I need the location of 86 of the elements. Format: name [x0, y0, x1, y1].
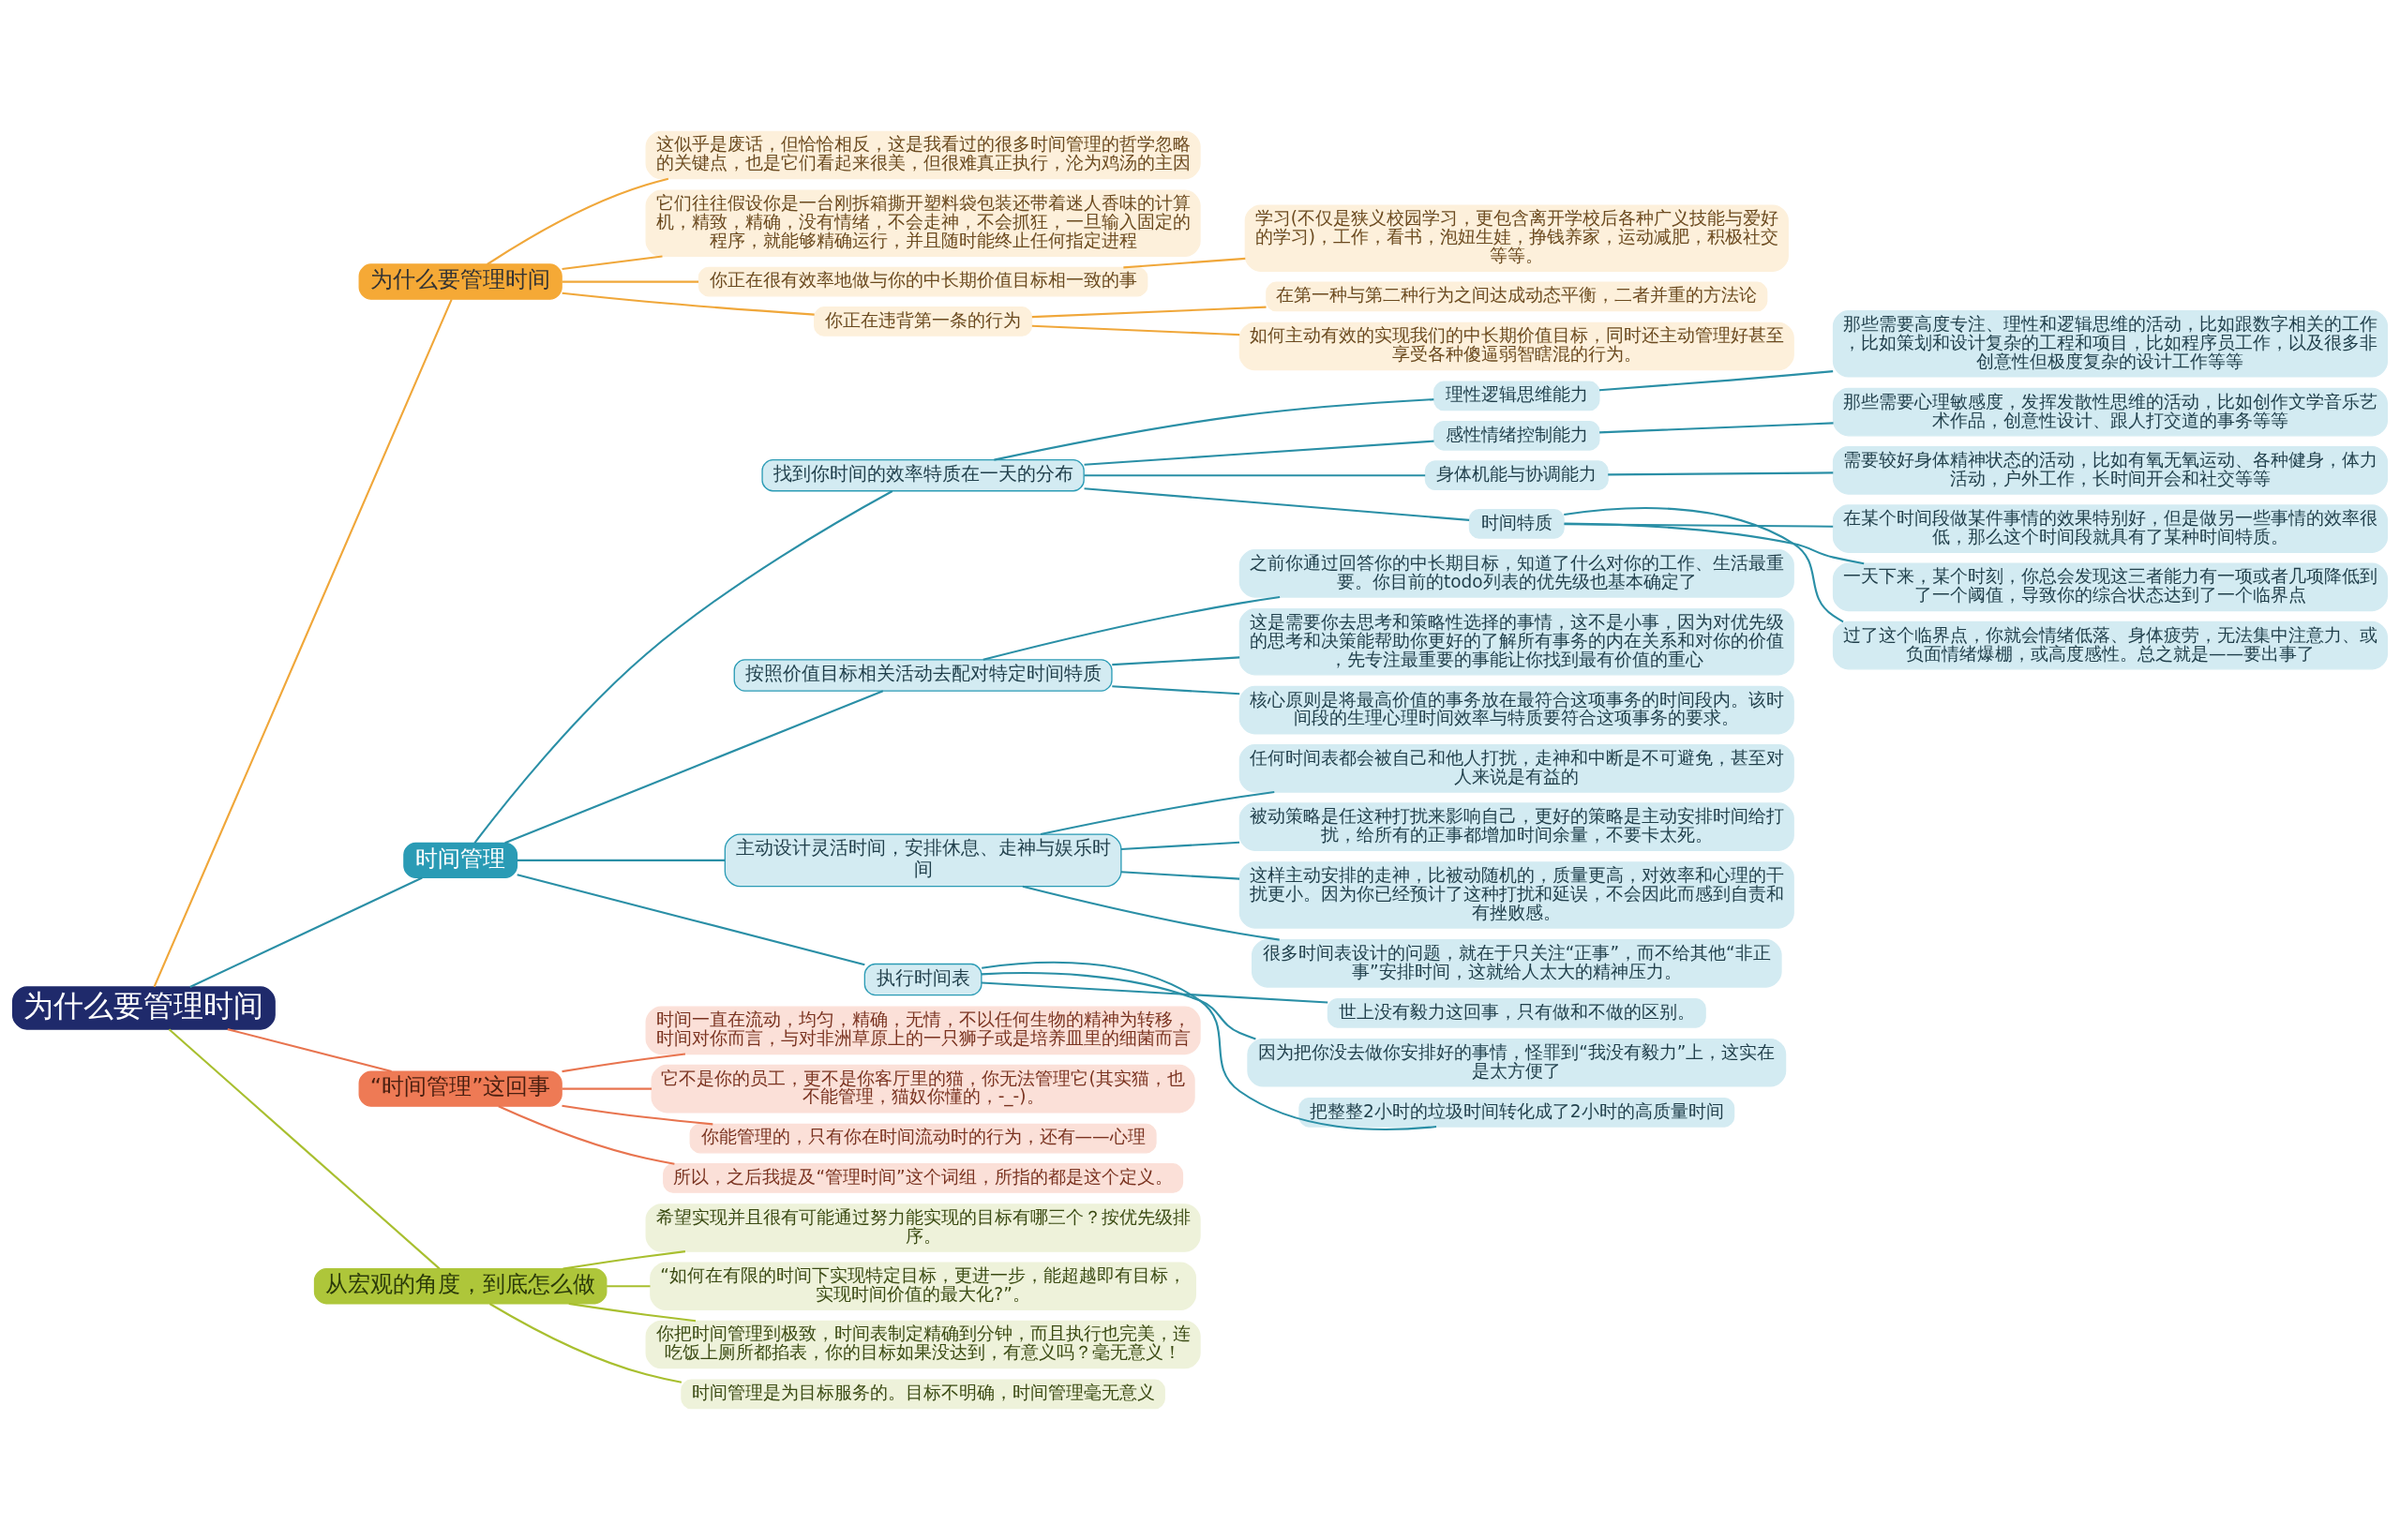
node-box: 很多时间表设计的问题，就在于只关注“正事”，而不给其他“非正事”安排时间，这就给人太大的精神压力。 [1252, 939, 1782, 988]
node-box: 它不是你的员工，更不是你客厅里的猫，你无法管理它(其实猫，也不能管理，猫奴你懂的，-_-)。 [651, 1064, 1195, 1114]
connector [607, 1285, 651, 1288]
node-box: 希望实现并且很有可能通过努力能实现的目标有哪三个？按优先级排序。 [645, 1204, 1201, 1252]
connector [562, 292, 815, 316]
node-box: 把整整2小时的垃圾时间转化成了2小时的高质量时间 [1298, 1097, 1735, 1128]
connector [227, 1028, 392, 1073]
connector [1084, 474, 1426, 477]
connector [982, 961, 1437, 1130]
node-box: 那些需要心理敏感度，发挥发散性思维的活动，比如创作文学音乐艺术作品，创意性设计、跟人打交道的事务等等 [1832, 387, 2389, 437]
node-box: 执行时间表 [863, 963, 982, 996]
connector [153, 298, 453, 988]
node-box: 任何时间表都会被自己和他人打扰，走神和中断是不可避免，甚至对人来说是有益的 [1238, 744, 1794, 793]
node-box: 为什么要管理时间 [11, 986, 276, 1030]
connector [1112, 656, 1240, 666]
connector [168, 1028, 441, 1270]
connector [1120, 841, 1240, 850]
node-box: 在第一种与第二种行为之间达成动态平衡，二者并重的方法论 [1266, 281, 1768, 312]
node-box: 世上没有毅力这回事，只有做和不做的区别。 [1327, 997, 1706, 1028]
node-box: 在某个时间段做某件事情的效果特别好，但是做另一些事情的效率很低，那么这个时间段就具有了某种时间特质。 [1832, 504, 2389, 553]
connector [562, 1250, 686, 1270]
node-box: 时间特质 [1468, 509, 1565, 539]
connector [498, 1105, 675, 1165]
node-box: 过了这个临界点，你就会情绪低落、身体疲劳，无法集中注意力、或负面情绪爆棚，或高度感性。总之就是——要出事了 [1832, 620, 2389, 670]
node-box: 感性情绪控制能力 [1433, 420, 1600, 451]
node-box: 主动设计灵活时间，安排休息、走神与娱乐时间 [724, 833, 1122, 888]
connector [189, 876, 423, 988]
node-box: 理性逻辑思维能力 [1433, 381, 1600, 411]
node-box: 找到你时间的效率特质在一天的分布 [761, 459, 1085, 492]
connector [517, 874, 865, 966]
connector [1120, 871, 1240, 880]
connector [1031, 306, 1267, 319]
node-box: 它们往往假设你是一台刚拆箱撕开塑料袋包装还带着迷人香味的计算机，精致，精确，没有情绪，不会走神，不会抓狂，一旦输入固定的程序，就能够精确运行，并且随时能终止任何指定进程 [645, 189, 1201, 258]
connector [1608, 471, 1834, 476]
node-box: 所以，之后我提及“管理时间”这个词组，所指的都是这个定义。 [663, 1163, 1184, 1193]
node-box: 一天下来，某个时刻，你总会发现这三者能力有一项或者几项降低到了一个阈值，导致你的综合状态达到了一个临界点 [1832, 562, 2389, 612]
connector [994, 398, 1434, 461]
node-box: 你正在违背第一条的行为 [814, 307, 1033, 336]
connector [1040, 791, 1275, 836]
node-box: 时间一直在流动，均匀，精确，无情，不以任何生物的精神为转移，时间对你而言，与对非洲草原上的一只狮子或是培养皿里的细菌而言 [645, 1006, 1201, 1055]
node-box: 这是需要你去思考和策略性选择的事情，这不是小事，因为对优先级的思考和决策能帮助你更好的了解所有事务的内在关系和对你的价值，先专注最重要的事能让你找到最有价值的重心 [1238, 607, 1794, 676]
node-box: 学习(不仅是狭义校园学习，更包含离开学校后各种广义技能与爱好的学习)，工作，看书，泡妞生娃，挣钱养家，运动减肥，积极社交等等。 [1244, 204, 1789, 272]
node-box: 之前你通过回答你的中长期目标，知道了什么对你的工作、生活最重要。你目前的todo列表的优先级也基本确定了 [1238, 549, 1794, 598]
connector [1564, 522, 1865, 565]
node-box: 时间管理是为目标服务的。目标不明确，时间管理毫无意义 [681, 1379, 1165, 1410]
connector [1031, 324, 1240, 336]
connector [562, 280, 699, 283]
connector [981, 981, 1328, 1004]
connector [562, 1104, 713, 1126]
connector [517, 859, 726, 861]
node-box: 为什么要管理时间 [358, 263, 562, 300]
connector [487, 177, 669, 265]
node-box: 那些需要高度专注、理性和逻辑思维的活动，比如跟数字相关的工作，比如策划和设计复杂的工程和项目，比如程序员工作，以及很多非创意性但极度复杂的设计工作等等 [1832, 310, 2389, 378]
connector [562, 1087, 652, 1090]
connector [568, 1302, 697, 1323]
node-box: “时间管理”这回事 [358, 1070, 562, 1107]
connector [1598, 370, 1834, 392]
connector [1599, 422, 1834, 434]
connector [473, 490, 893, 844]
connector [1123, 257, 1246, 269]
node-box: 从宏观的角度，到底怎么做 [313, 1268, 608, 1305]
node-box: 按照价值目标相关活动去配对特定时间特质 [733, 659, 1113, 692]
node-box: 你正在很有效率地做与你的中长期价值目标相一致的事 [698, 266, 1148, 297]
node-box: 核心原则是将最高价值的事务放在最符合这项事务的时间段内。该时间段的生理心理时间效率与特质要符合这项事务的要求。 [1238, 685, 1794, 735]
connector [982, 596, 1281, 661]
connector [981, 972, 1256, 1040]
node-box: 需要较好身体精神状态的活动，比如有氧无氧运动、各种健身，体力活动，户外工作，长时间开会和社交等等 [1832, 446, 2389, 495]
connector [562, 255, 663, 271]
connector [504, 690, 884, 845]
node-box: 这似乎是废话，但恰恰相反，这是我看过的很多时间管理的哲学忽略的关键点，也是它们看起来很美，但很难真正执行，沦为鸡汤的主因 [645, 130, 1201, 180]
node-box: 被动策略是任这种打扰来影响自己，更好的策略是主动安排时间给打扰，给所有的正事都增加时间余量，不要卡太死。 [1238, 802, 1794, 851]
node-box: 身体机能与协调能力 [1424, 460, 1609, 491]
connector [1112, 685, 1240, 695]
connector [1564, 507, 1844, 623]
connector [1084, 440, 1434, 466]
connector [562, 1053, 686, 1073]
node-box: 你能管理的，只有你在时间流动时的行为，还有——心理 [689, 1123, 1157, 1154]
node-box: 你把时间管理到极致，时间表制定精确到分钟，而且执行也完美，连吃饭上厕所都掐表，你的目标如果没达到，有意义吗？毫无意义！ [645, 1320, 1201, 1369]
node-box: 这样主动安排的走神，比被动随机的，质量更高，对效率和心理的干扰更小。因为你已经预计了这种打扰和延误，不会因此而感到自责和有挫败感。 [1238, 861, 1794, 929]
node-box: 因为把你没去做你安排好的事情，怪罪到“我没有毅力”上，这实在是太方便了 [1247, 1038, 1787, 1087]
connector [1022, 885, 1280, 941]
node-box: “如何在有限的时间下实现特定目标，更进一步，能超越即有目标，实现时间价值的最大化?”。 [650, 1262, 1196, 1311]
connector [488, 1303, 682, 1383]
connector [1084, 487, 1470, 521]
node-box: 时间管理 [403, 842, 518, 879]
node-box: 如何主动有效的实现我们的中长期价值目标，同时还主动管理好甚至享受各种傻逼弱智瞎混的行为。 [1238, 321, 1794, 371]
